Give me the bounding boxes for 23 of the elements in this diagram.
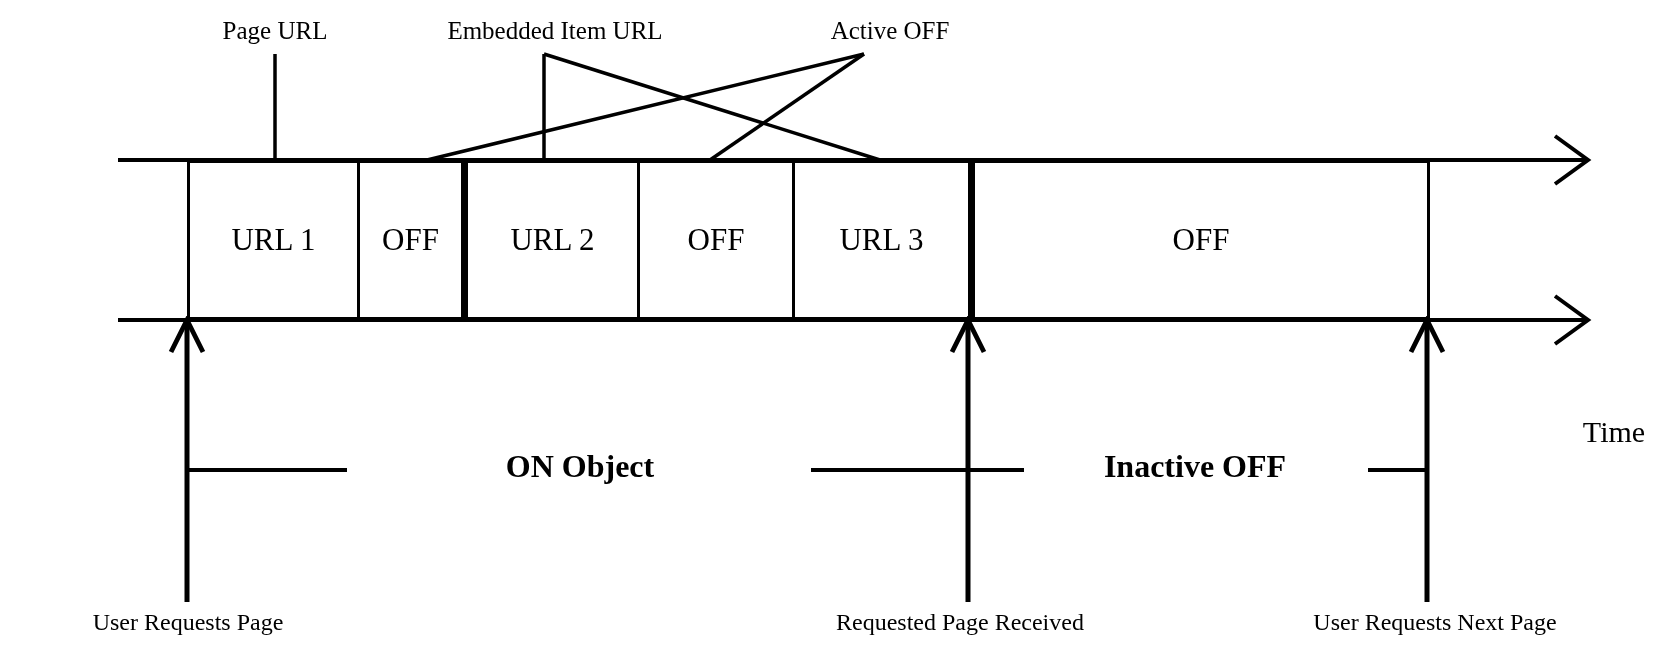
slot-label: URL 2 bbox=[510, 222, 595, 258]
slot-label: URL 1 bbox=[231, 222, 316, 258]
time-slot bbox=[637, 160, 795, 320]
leader-line bbox=[542, 54, 546, 160]
time-slot bbox=[792, 160, 971, 320]
event-label: User Requests Next Page bbox=[1225, 602, 1645, 642]
event-label: User Requests Page bbox=[8, 602, 368, 642]
time-slot bbox=[357, 160, 464, 320]
leader-line bbox=[273, 54, 277, 160]
event-label: Requested Page Received bbox=[750, 602, 1170, 642]
time-slot bbox=[461, 160, 640, 320]
event-label: Active OFF bbox=[790, 8, 990, 54]
slot-label: URL 3 bbox=[839, 222, 924, 258]
arrow bbox=[168, 317, 206, 602]
slot-label: OFF bbox=[687, 222, 745, 258]
time-slot bbox=[968, 160, 1430, 320]
slot-label: OFF bbox=[382, 222, 439, 258]
event-label: Page URL bbox=[170, 8, 380, 54]
slot-label: OFF bbox=[1172, 222, 1230, 258]
arrow bbox=[1408, 317, 1446, 602]
arrow bbox=[949, 317, 987, 602]
event-label: Embedded Item URL bbox=[395, 8, 715, 54]
time-slot bbox=[187, 160, 360, 320]
